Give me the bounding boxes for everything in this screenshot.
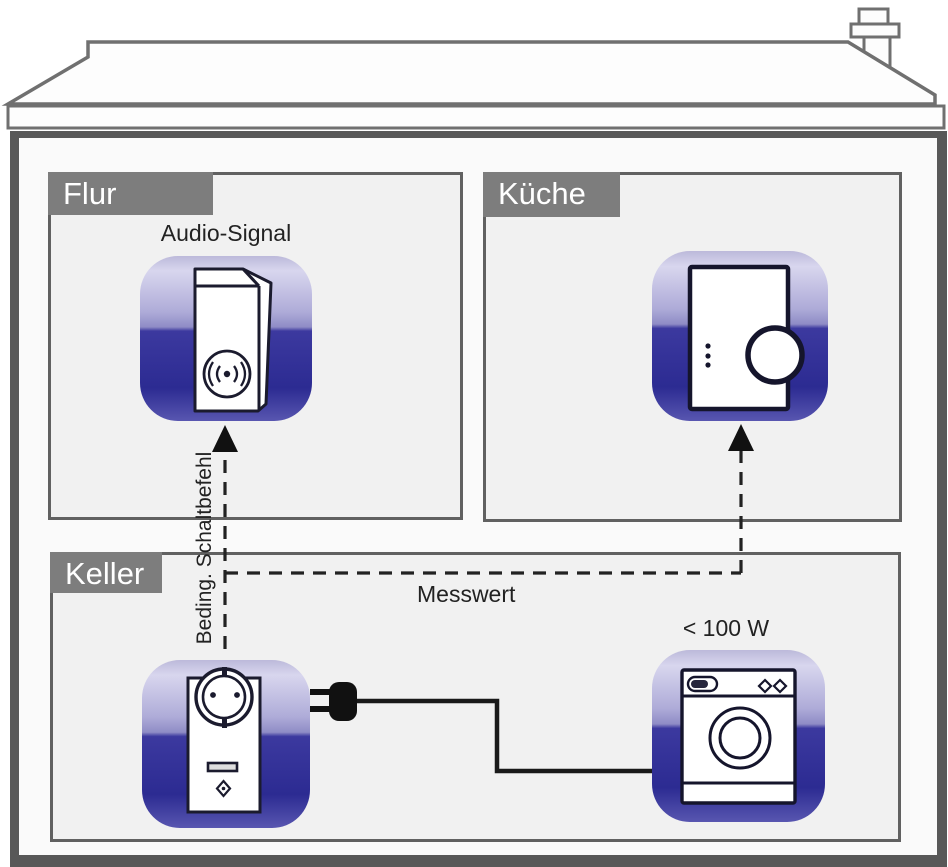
smart-plug-drawing: [186, 667, 262, 814]
plug-button-icon: [215, 779, 232, 798]
schaltbefehl-label: Beding. Schaltbefehl: [193, 451, 216, 645]
washing-machine-icon: [652, 650, 825, 822]
display-device-drawing: [687, 264, 805, 412]
knob-icon: [745, 325, 805, 385]
roof-shape: [1, 40, 937, 106]
chimney-icon: [849, 7, 901, 71]
power-threshold-caption: < 100 W: [682, 615, 770, 641]
speaker-waves-icon: [202, 349, 252, 399]
messwert-label: Messwert: [417, 581, 516, 607]
audio-signal-caption: Audio-Signal: [160, 220, 292, 246]
roof-fascia: [6, 104, 946, 130]
siren-device-drawing: [193, 267, 273, 413]
wall-display-device-icon: [652, 251, 828, 421]
audio-signal-device-icon: [140, 256, 312, 421]
washing-machine-drawing: [680, 668, 797, 805]
room-label-keller: Keller: [50, 552, 162, 593]
room-label-kueche: Küche: [483, 172, 620, 217]
room-label-flur: Flur: [48, 172, 213, 215]
smart-plug-icon: [142, 660, 310, 828]
house-roof: [1, 7, 946, 130]
